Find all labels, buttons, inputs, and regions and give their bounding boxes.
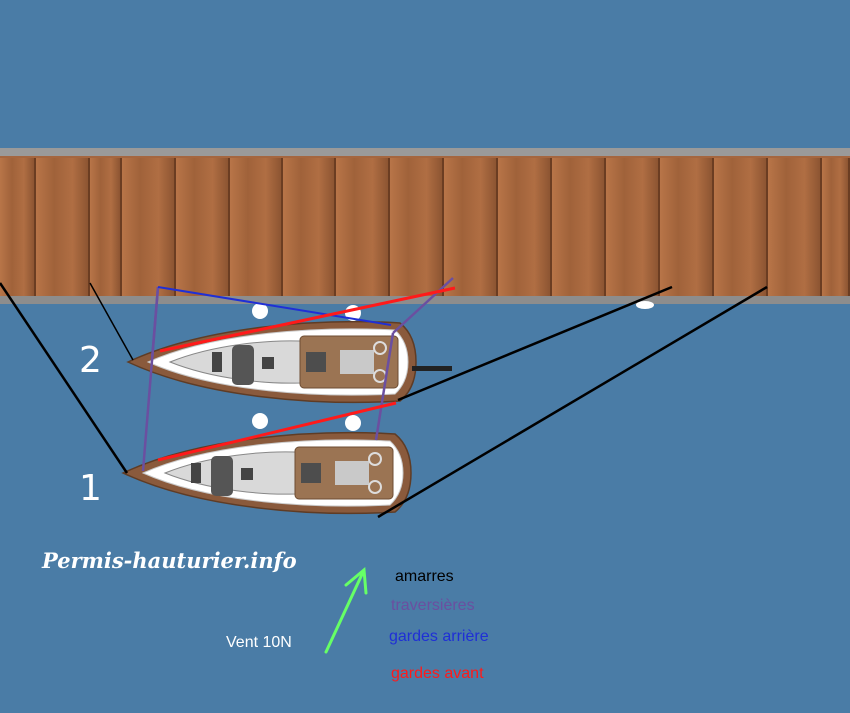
boat-2-window: [212, 352, 222, 372]
dock-plank: [122, 158, 174, 296]
boat-1-window: [191, 463, 201, 483]
website-watermark: Permis-hauturier.info: [42, 548, 297, 573]
boat-1-wheel: [368, 452, 382, 466]
dock-plank-seam: [848, 158, 850, 296]
boat-2-window: [262, 357, 274, 369]
boat-2-cockpit-seat: [340, 350, 374, 374]
dock-plank: [498, 158, 550, 296]
dock-plank-seam: [388, 158, 390, 296]
boat-1-window: [241, 468, 253, 480]
dock-plank: [36, 158, 88, 296]
boat-1-hatch: [211, 456, 233, 496]
wind-label: Vent 10N: [226, 634, 292, 651]
legend-traversieres: traversières: [391, 597, 475, 614]
dock-plank-seam: [334, 158, 336, 296]
boat-1-number: 1: [79, 468, 102, 509]
dock-plank-seam: [712, 158, 714, 296]
dock-plank: [0, 158, 34, 296]
amarres-lines: [0, 282, 768, 519]
boat-2-cockpit-seat: [306, 352, 326, 372]
boat-1: [121, 431, 412, 515]
dock-plank-seam: [34, 158, 36, 296]
traversiere-line: [141, 286, 160, 472]
traversieres-lines: [141, 277, 454, 472]
dock-plank-seam: [88, 158, 90, 296]
amarre-line: [377, 285, 768, 519]
dock-plank: [606, 158, 658, 296]
dock-plank-seam: [658, 158, 660, 296]
dock-plank-seam: [496, 158, 498, 296]
dock-plank-seam: [281, 158, 283, 296]
wind-arrow-shaft: [324, 568, 366, 654]
garde-arriere-line: [157, 286, 392, 326]
dock-plank: [552, 158, 604, 296]
boat-2-number: 2: [79, 340, 102, 381]
legend-gardes-avant: gardes avant: [391, 665, 484, 682]
dock-plank: [714, 158, 766, 296]
dock-plank-seam: [174, 158, 176, 296]
dock-plank-seam: [120, 158, 122, 296]
traversiere-line: [392, 277, 454, 334]
legend-gardes-arriere: gardes arrière: [389, 628, 489, 645]
dock-plank: [176, 158, 228, 296]
dock-bottom-edge: [0, 296, 850, 304]
wind-arrow: [324, 567, 368, 654]
dock-plank: [390, 158, 442, 296]
dock-plank-seam: [604, 158, 606, 296]
boat-2-boarding-plank: [412, 366, 452, 371]
garde-avant-line: [157, 401, 397, 462]
boat-1-wheel: [368, 480, 382, 494]
dock-plank-seam: [228, 158, 230, 296]
dock-plank: [768, 158, 820, 296]
wind-arrow-head: [344, 567, 368, 595]
dock-plank: [230, 158, 281, 296]
traversiere-line: [374, 332, 395, 441]
boat-2-hatch: [232, 345, 254, 385]
amarre-line: [0, 282, 129, 474]
fender: [636, 301, 654, 309]
boat-1-cockpit-seat: [301, 463, 321, 483]
gardes-arriere-lines: [157, 286, 392, 326]
dock-plank-seam: [820, 158, 822, 296]
dock-plank: [444, 158, 496, 296]
gardes-avant-lines: [157, 286, 456, 462]
dock-plank-seam: [550, 158, 552, 296]
amarre-line: [89, 282, 134, 361]
dock-plank: [90, 158, 120, 296]
amarre-line: [397, 285, 673, 402]
dock: [0, 148, 850, 304]
boat-2-wheel: [373, 341, 387, 355]
fender: [252, 303, 268, 319]
fender: [345, 415, 361, 431]
dock-planks: [0, 158, 850, 296]
dock-plank: [660, 158, 712, 296]
garde-avant-line: [159, 286, 456, 353]
dock-plank: [822, 158, 848, 296]
dock-plank-seam: [766, 158, 768, 296]
boat-1-cockpit-seat: [335, 461, 369, 485]
dock-plank: [336, 158, 388, 296]
dock-plank-seam: [442, 158, 444, 296]
dock-plank: [283, 158, 334, 296]
fender: [252, 413, 268, 429]
fenders: [252, 301, 654, 431]
legend-amarres: amarres: [395, 568, 454, 585]
